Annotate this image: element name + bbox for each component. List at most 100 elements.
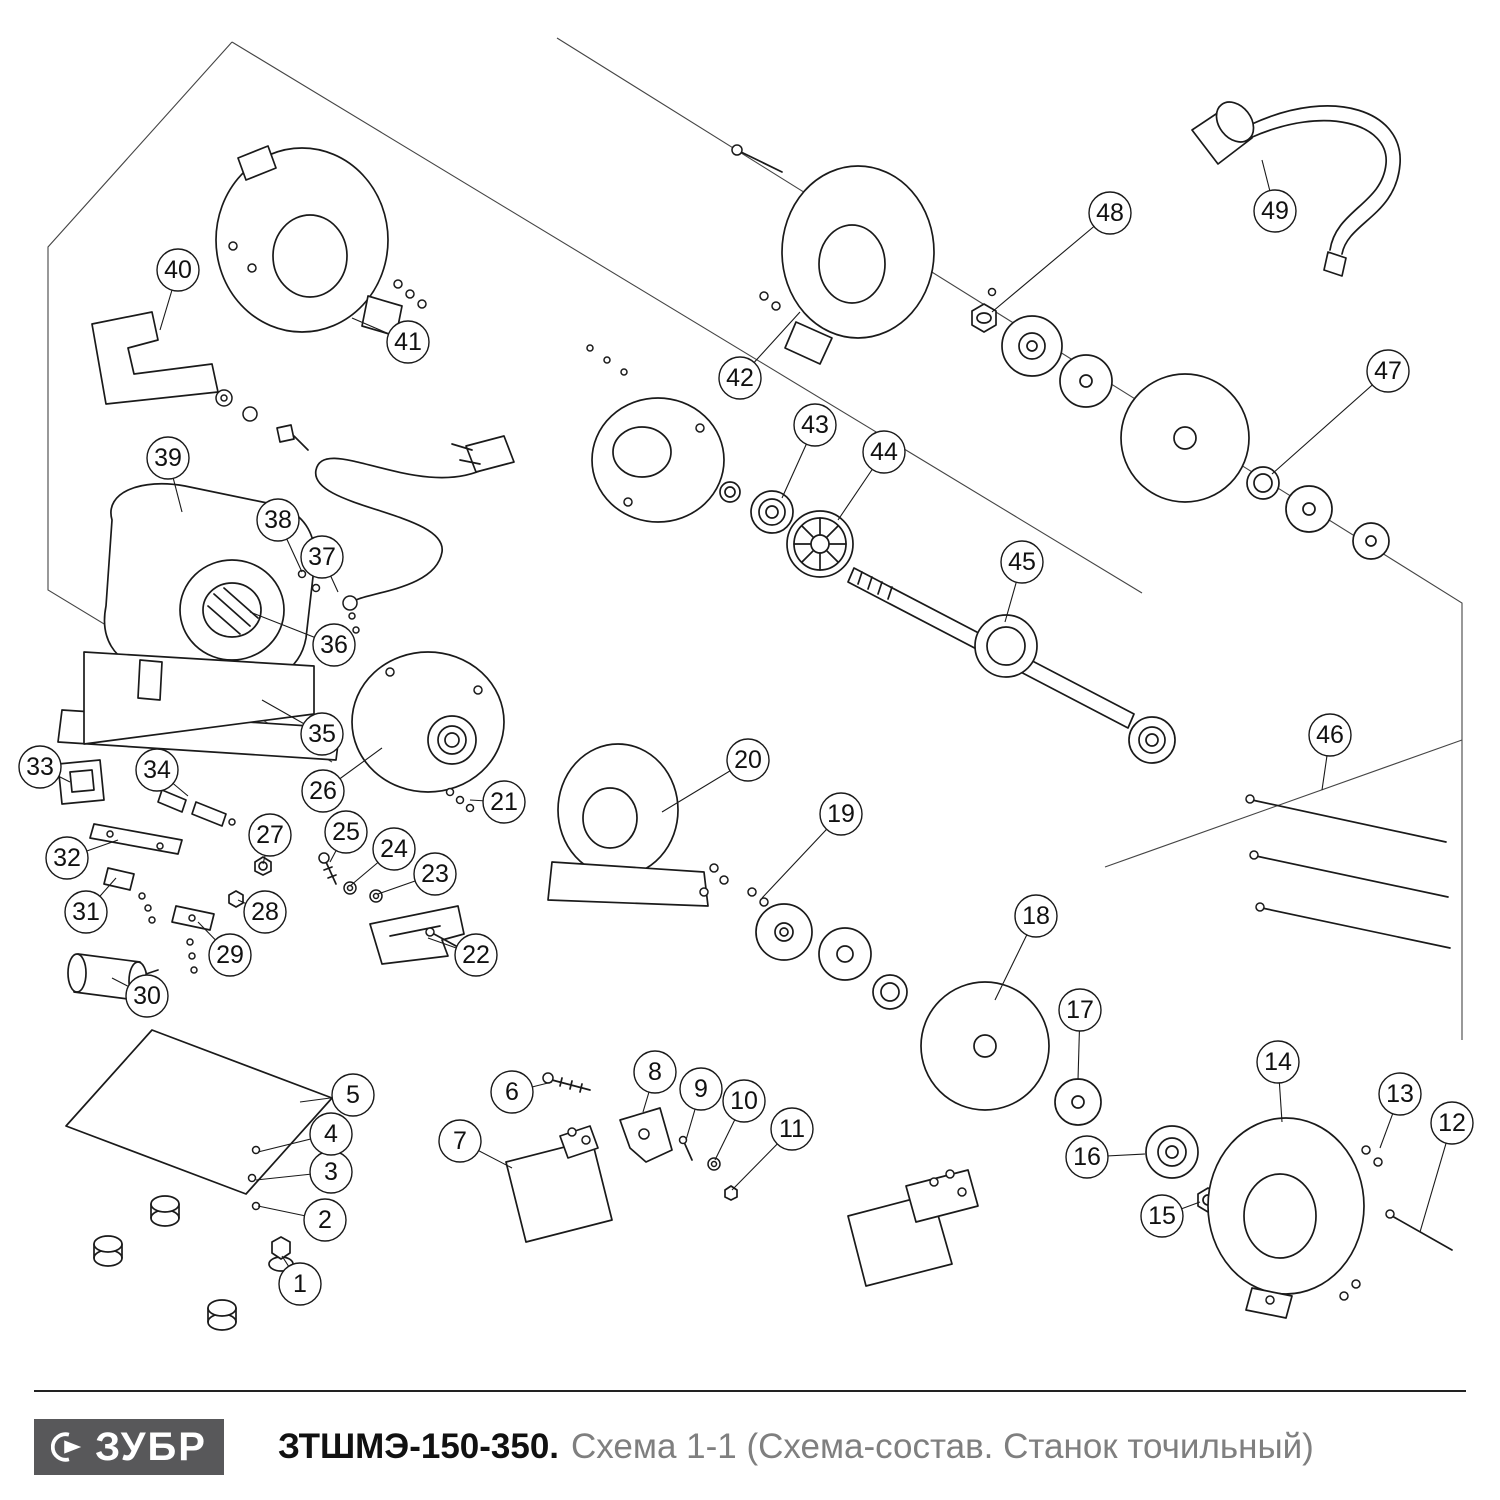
part-wheel-guard-right — [1207, 1117, 1453, 1319]
callout-33: 33 — [18, 745, 71, 789]
part-fasteners-top-guard — [987, 287, 997, 297]
callout-23: 23 — [377, 852, 457, 896]
part-cord-clamp — [103, 867, 156, 924]
svg-text:44: 44 — [870, 438, 898, 466]
svg-text:11: 11 — [779, 1115, 805, 1143]
svg-text:13: 13 — [1386, 1080, 1414, 1108]
part-flange-16 — [1145, 1125, 1199, 1179]
callout-10: 10 — [714, 1079, 766, 1161]
svg-text:1: 1 — [293, 1270, 307, 1298]
callout-2: 2 — [257, 1198, 347, 1242]
callout-15: 15 — [1140, 1194, 1201, 1238]
callout-22: 22 — [427, 933, 498, 977]
svg-text:9: 9 — [694, 1075, 708, 1103]
svg-text:5: 5 — [346, 1081, 360, 1109]
svg-text:36: 36 — [320, 631, 348, 659]
part-tool-rest-left — [505, 1125, 613, 1243]
part-fan — [786, 510, 854, 578]
callout-34: 34 — [135, 748, 189, 797]
part-rotor-shaft — [847, 567, 1176, 764]
svg-text:27: 27 — [256, 821, 284, 849]
diagram-caption: ЗТШМЭ-150-350. Схема 1-1 (Схема-состав. … — [278, 1427, 1314, 1467]
callout-38: 38 — [256, 498, 303, 573]
svg-text:34: 34 — [143, 756, 171, 784]
part-bolt-6 — [542, 1072, 591, 1093]
svg-text:42: 42 — [726, 364, 754, 392]
callout-35: 35 — [261, 699, 344, 756]
callout-42: 42 — [718, 311, 801, 400]
svg-text:47: 47 — [1374, 357, 1402, 385]
part-wheel-guard-left — [215, 145, 403, 337]
callout-30: 30 — [111, 974, 169, 1018]
callout-46: 46 — [1308, 713, 1352, 791]
svg-text:35: 35 — [308, 720, 336, 748]
callout-31: 31 — [64, 877, 117, 934]
svg-text:49: 49 — [1261, 197, 1289, 225]
callout-14: 14 — [1256, 1040, 1300, 1123]
part-washer-24 — [343, 881, 357, 895]
callout-7: 7 — [438, 1119, 513, 1169]
callout-37: 37 — [300, 535, 344, 593]
svg-text:29: 29 — [216, 941, 244, 969]
exploded-diagram: 1234567891011121314151617181920212223242… — [18, 37, 1474, 1331]
part-power-cord — [297, 435, 515, 634]
svg-text:15: 15 — [1148, 1202, 1176, 1230]
svg-text:32: 32 — [53, 844, 81, 872]
part-bracket-29 — [171, 905, 215, 974]
svg-text:19: 19 — [827, 800, 855, 828]
callout-47: 47 — [1271, 349, 1410, 475]
svg-text:25: 25 — [332, 818, 360, 846]
callout-40: 40 — [156, 248, 200, 331]
svg-text:18: 18 — [1022, 902, 1050, 930]
svg-text:23: 23 — [421, 860, 449, 888]
part-wheel-guard-inner-left — [547, 743, 769, 907]
part-washer-17 — [1054, 1078, 1102, 1126]
svg-text:43: 43 — [801, 411, 829, 439]
svg-text:46: 46 — [1316, 721, 1344, 749]
part-arbor-collar — [1246, 466, 1280, 500]
callout-20: 20 — [661, 738, 770, 813]
svg-text:14: 14 — [1264, 1048, 1292, 1076]
svg-text:24: 24 — [380, 835, 408, 863]
callout-21: 21 — [469, 780, 526, 824]
svg-text:3: 3 — [324, 1158, 338, 1186]
callout-26: 26 — [301, 747, 383, 813]
callout-19: 19 — [761, 792, 863, 899]
callout-44: 44 — [837, 430, 906, 521]
part-foot-nut — [268, 1236, 294, 1272]
callout-32: 32 — [45, 836, 119, 880]
model-number: ЗТШМЭ-150-350. — [278, 1427, 560, 1466]
svg-text:33: 33 — [26, 753, 54, 781]
svg-text:4: 4 — [324, 1120, 338, 1148]
svg-text:30: 30 — [133, 982, 161, 1010]
callout-8: 8 — [633, 1050, 677, 1113]
part-cover-plate — [65, 1029, 333, 1195]
svg-text:40: 40 — [164, 256, 192, 284]
part-grinding-wheel-left — [920, 981, 1050, 1111]
zubr-logo: ЗУБР — [34, 1419, 224, 1475]
part-strip-bracket — [89, 823, 183, 855]
svg-text:26: 26 — [309, 777, 337, 805]
svg-text:39: 39 — [154, 444, 182, 472]
svg-text:12: 12 — [1438, 1109, 1466, 1137]
part-outer-washers-right — [1285, 485, 1390, 560]
callout-24: 24 — [349, 827, 416, 887]
callout-43: 43 — [781, 403, 837, 499]
callout-48: 48 — [991, 191, 1132, 313]
callout-45: 45 — [1000, 540, 1044, 623]
callout-12: 12 — [1419, 1101, 1474, 1233]
footer: ЗУБР ЗТШМЭ-150-350. Схема 1-1 (Схема-сос… — [34, 1390, 1466, 1500]
svg-text:8: 8 — [648, 1058, 662, 1086]
part-nut-27 — [254, 856, 272, 876]
part-front-cover — [591, 397, 741, 523]
callout-41: 41 — [351, 317, 430, 364]
callout-11: 11 — [731, 1107, 814, 1191]
svg-text:17: 17 — [1066, 996, 1094, 1024]
fasteners-guard-left — [215, 241, 427, 451]
callout-49: 49 — [1253, 159, 1297, 233]
callout-17: 17 — [1058, 988, 1102, 1081]
callout-9: 9 — [679, 1067, 723, 1141]
part-rest-bracket-8 — [619, 1107, 673, 1163]
svg-text:16: 16 — [1073, 1143, 1101, 1171]
